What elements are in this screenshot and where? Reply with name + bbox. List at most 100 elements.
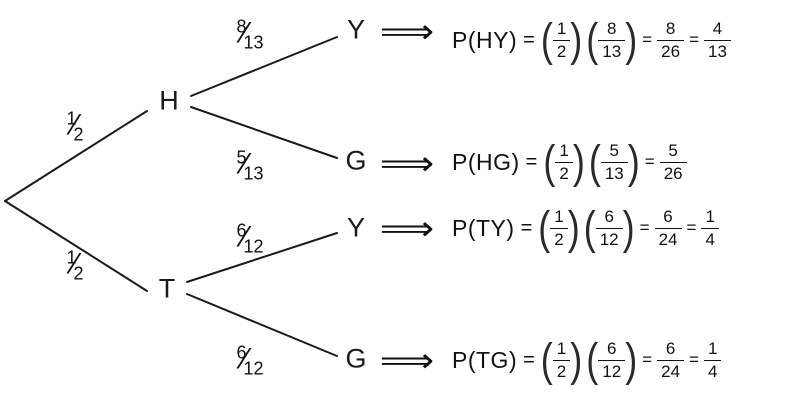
result-fraction-1: 6 24: [657, 338, 685, 382]
implies-arrow-tg: ⟹: [379, 341, 435, 379]
fraction-numerator: 8: [665, 19, 676, 39]
equation-label: P(HG): [452, 148, 520, 175]
fraction: 8 13: [598, 18, 626, 62]
fraction-numerator: 6: [236, 342, 247, 363]
equation-label: P(TY): [452, 214, 515, 241]
branch-prob-t-y: 6⁄12: [236, 220, 264, 257]
branch-line-root-h: [4, 110, 148, 202]
fraction: 6 12: [595, 206, 623, 250]
fraction-denominator: 13: [598, 39, 626, 62]
fraction-numerator: 5: [236, 147, 247, 168]
fraction: 1 2: [552, 18, 571, 62]
fraction-numerator: 5: [668, 141, 678, 161]
implies-arrow-hg: ⟹: [379, 144, 435, 182]
equals-sign: =: [689, 350, 699, 369]
equation-row-tg: P(TG) = ( 1 2 ) ( 6 12 ) = 6 24 = 1 4: [452, 328, 722, 392]
fraction-numerator: 6: [604, 207, 614, 227]
left-paren: (: [586, 333, 599, 386]
node-ty: Y: [346, 212, 366, 243]
equals-sign: =: [686, 218, 697, 237]
left-paren: (: [540, 333, 553, 386]
fraction: 6 12: [598, 338, 626, 382]
fraction-numerator: 1: [705, 207, 715, 227]
fraction-denominator: 12: [595, 227, 623, 250]
branch-line-h-y: [190, 36, 338, 97]
factor-fraction-2: ( 6 12 ): [586, 333, 638, 386]
factor-fraction-2: ( 5 13 ): [589, 135, 640, 188]
result-fraction-1: 5 26: [659, 140, 687, 184]
fraction-denominator: 13: [243, 32, 264, 53]
implies-arrow-ty: ⟹: [379, 209, 435, 247]
result-fraction-2: 4 13: [704, 18, 731, 62]
fraction-denominator: 4: [701, 227, 719, 250]
branch-prob-h-y: 8⁄13: [236, 16, 264, 53]
factor-fraction-1: ( 1 2 ): [540, 13, 583, 66]
node-hg: G: [345, 145, 367, 176]
fraction-denominator: 26: [657, 39, 685, 62]
equation-row-hy: P(HY) = ( 1 2 ) ( 8 13 ) = 8 26 = 4 13: [452, 8, 731, 72]
node-t: T: [158, 273, 176, 304]
equals-sign: =: [525, 150, 538, 173]
result-fraction-2: 1 4: [701, 206, 719, 250]
fraction-numerator: 8: [236, 16, 247, 37]
branch-prob-root-t: 1⁄2: [66, 247, 84, 284]
branch-line-root-t: [4, 200, 148, 292]
branch-prob-h-g: 5⁄13: [236, 147, 264, 184]
right-paren: ): [570, 13, 583, 66]
result-fraction-2: 1 4: [703, 338, 722, 382]
fraction-numerator: 8: [607, 19, 617, 39]
implies-arrow-hy: ⟹: [379, 12, 435, 50]
fraction-denominator: 12: [243, 236, 264, 257]
factor-fraction-2: ( 6 12 ): [584, 201, 635, 254]
right-paren: ): [627, 135, 640, 188]
equals-sign: =: [689, 30, 699, 49]
left-paren: (: [538, 201, 551, 254]
right-paren: ): [625, 13, 638, 66]
fraction-denominator: 4: [703, 359, 722, 382]
fraction-denominator: 2: [552, 39, 571, 62]
fraction-numerator: 6: [663, 207, 673, 227]
branch-line-t-g: [186, 293, 338, 357]
fraction-numerator: 4: [712, 19, 723, 39]
fraction-numerator: 5: [609, 141, 620, 161]
right-paren: ): [567, 201, 580, 254]
equation-row-ty: P(TY) = ( 1 2 ) ( 6 12 ) = 6 24 = 1 4: [452, 196, 719, 260]
equals-sign: =: [642, 350, 653, 369]
fraction-numerator: 6: [606, 339, 617, 359]
fraction-denominator: 2: [73, 124, 84, 145]
equals-sign: =: [644, 152, 655, 171]
factor-fraction-1: ( 1 2 ): [538, 201, 580, 254]
fraction-numerator: 1: [556, 19, 567, 39]
equals-sign: =: [642, 30, 653, 49]
fraction-numerator: 1: [66, 247, 77, 268]
fraction-denominator: 12: [598, 359, 626, 382]
left-paren: (: [540, 13, 553, 66]
fraction-numerator: 6: [665, 339, 676, 359]
right-paren: ): [622, 201, 635, 254]
left-paren: (: [586, 13, 599, 66]
factor-fraction-2: ( 8 13 ): [586, 13, 638, 66]
node-hy: Y: [346, 14, 366, 45]
branch-prob-t-g: 6⁄12: [236, 342, 264, 379]
fraction-denominator: 13: [600, 161, 628, 184]
right-paren: ): [572, 135, 585, 188]
equation-row-hg: P(HG) = ( 1 2 ) ( 5 13 ) = 5 26: [452, 130, 687, 194]
fraction: 1 2: [555, 140, 573, 184]
right-paren: ): [625, 333, 638, 386]
left-paren: (: [543, 135, 556, 188]
fraction-numerator: 1: [707, 339, 718, 359]
factor-fraction-1: ( 1 2 ): [540, 333, 582, 386]
equals-sign: =: [639, 218, 650, 237]
fraction-denominator: 12: [243, 358, 264, 379]
equation-label: P(HY): [452, 26, 518, 53]
fraction-denominator: 13: [704, 39, 731, 62]
fraction-denominator: 2: [73, 263, 84, 284]
equation-label: P(TG): [452, 346, 518, 373]
equals-sign: =: [520, 216, 533, 239]
branch-line-h-g: [190, 106, 338, 159]
fraction-denominator: 2: [555, 161, 573, 184]
fraction-numerator: 1: [66, 108, 77, 129]
factor-fraction-1: ( 1 2 ): [543, 135, 585, 188]
